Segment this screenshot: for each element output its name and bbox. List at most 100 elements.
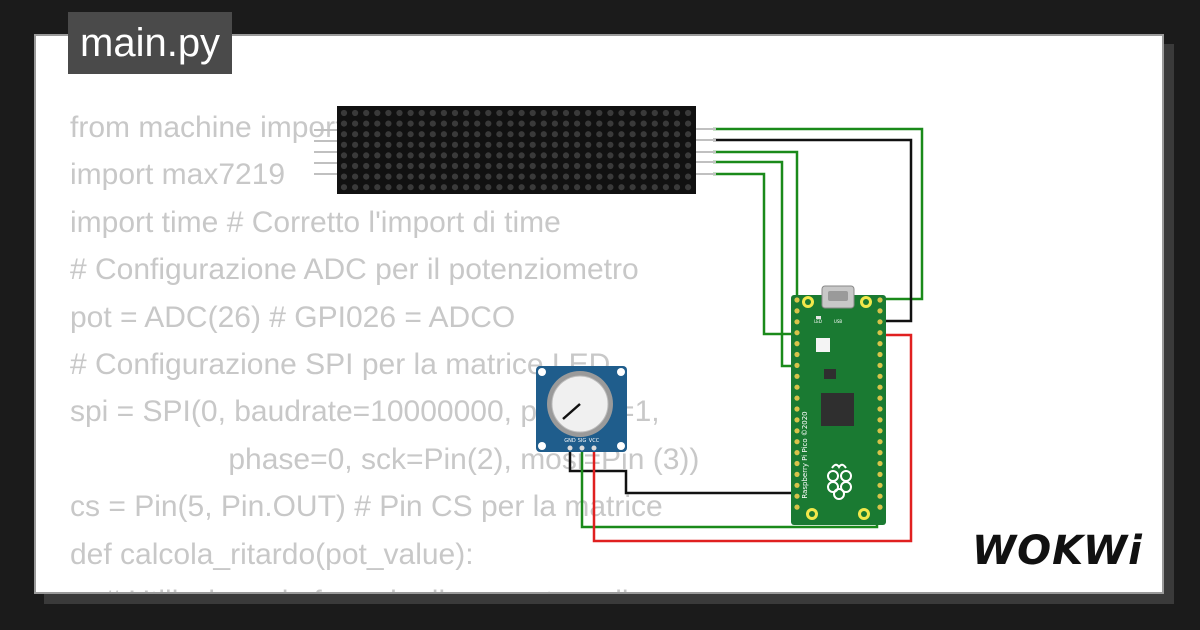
header-pin[interactable]: [794, 439, 800, 445]
matrix-led: [340, 141, 348, 148]
header-pin[interactable]: [794, 504, 800, 510]
matrix-led: [618, 131, 625, 138]
matrix-led: [485, 109, 492, 117]
header-pin[interactable]: [794, 297, 800, 303]
code-line: import time # Corretto l'import di time: [70, 205, 561, 239]
header-pin[interactable]: [794, 341, 800, 347]
matrix-led: [440, 162, 447, 170]
matrix-led: [673, 131, 681, 138]
matrix-led: [662, 131, 670, 138]
matrix-led: [618, 184, 625, 191]
header-pin[interactable]: [794, 384, 800, 390]
matrix-led: [618, 141, 625, 148]
matrix-led: [529, 120, 536, 127]
header-pin[interactable]: [877, 471, 883, 477]
header-pin[interactable]: [794, 406, 800, 412]
matrix-led: [474, 120, 481, 127]
matrix-led: [352, 162, 359, 170]
matrix-led: [340, 184, 348, 191]
header-pin[interactable]: [877, 460, 883, 467]
header-pin[interactable]: [877, 319, 883, 325]
header-pin[interactable]: [794, 428, 800, 434]
header-pin[interactable]: [877, 362, 883, 368]
header-pin[interactable]: [877, 450, 883, 456]
matrix-led: [440, 141, 447, 148]
matrix-led: [662, 141, 670, 148]
header-pin[interactable]: [877, 395, 883, 401]
matrix-led: [551, 141, 559, 148]
header-pin[interactable]: [877, 297, 883, 303]
matrix-led: [662, 120, 670, 127]
header-pin[interactable]: [794, 482, 800, 488]
matrix-led: [440, 152, 447, 159]
matrix-led: [629, 173, 636, 180]
header-pin[interactable]: [794, 373, 800, 379]
matrix-led: [440, 184, 447, 191]
header-pin[interactable]: [877, 330, 883, 336]
header-pin[interactable]: [794, 319, 800, 325]
matrix-led: [496, 173, 503, 180]
matrix-led: [629, 141, 636, 148]
code-line: # Configurazione ADC per il potenziometr…: [70, 253, 639, 287]
header-pin[interactable]: [877, 482, 883, 488]
matrix-led: [429, 131, 436, 138]
header-pin[interactable]: [794, 351, 800, 358]
header-pin[interactable]: [794, 471, 800, 477]
matrix-led: [540, 120, 547, 127]
matrix-led: [685, 109, 692, 117]
header-pin[interactable]: [877, 384, 883, 390]
matrix-led: [396, 184, 403, 191]
header-pin[interactable]: [877, 504, 883, 510]
matrix-led: [340, 109, 348, 117]
matrix-led: [562, 152, 570, 159]
matrix-led: [407, 131, 414, 138]
header-pin[interactable]: [877, 439, 883, 445]
matrix-led: [651, 141, 658, 148]
matrix-led: [374, 109, 381, 117]
matrix-led: [507, 120, 514, 127]
header-pin[interactable]: [794, 362, 800, 368]
matrix-led: [485, 173, 492, 180]
matrix-led: [640, 131, 647, 138]
matrix-led: [363, 162, 370, 170]
matrix-led: [618, 173, 625, 180]
header-pin[interactable]: [794, 493, 800, 499]
header-pin[interactable]: [877, 493, 883, 499]
matrix-led: [585, 120, 592, 127]
file-tab[interactable]: main.py: [68, 12, 233, 74]
header-pin[interactable]: [794, 417, 800, 423]
matrix-led: [662, 173, 670, 180]
header-pin[interactable]: [877, 341, 883, 347]
header-pin[interactable]: [877, 406, 883, 412]
header-pin[interactable]: [794, 308, 800, 314]
matrix-led: [440, 109, 447, 117]
header-pin[interactable]: [794, 330, 800, 336]
matrix-led: [485, 152, 492, 159]
matrix-led: [585, 109, 592, 117]
matrix-led: [518, 162, 525, 170]
raspberry-pi-pico[interactable]: LED USB Raspberry Pi Pico ©2020: [791, 285, 886, 525]
usb-label: USB: [834, 319, 842, 324]
header-pin[interactable]: [877, 428, 883, 434]
matrix-led: [440, 120, 447, 127]
header-pin[interactable]: [877, 417, 883, 423]
matrix-led: [607, 120, 614, 127]
led-matrix[interactable]: [314, 106, 716, 194]
matrix-led: [407, 109, 414, 117]
header-pin[interactable]: [794, 395, 800, 401]
matrix-led: [385, 184, 392, 191]
matrix-led: [451, 184, 459, 191]
header-pin[interactable]: [877, 351, 883, 358]
potentiometer[interactable]: GND SIG VCC: [536, 366, 627, 452]
matrix-led: [485, 131, 492, 138]
matrix-led: [463, 131, 470, 138]
bootsel-button[interactable]: [816, 338, 830, 352]
matrix-led: [518, 173, 525, 180]
matrix-led: [562, 120, 570, 127]
header-pin[interactable]: [794, 450, 800, 456]
header-pin[interactable]: [877, 308, 883, 314]
header-pin[interactable]: [794, 460, 800, 467]
header-pin[interactable]: [877, 373, 883, 379]
matrix-led: [640, 152, 647, 159]
wokwi-logo: WOKWi: [972, 528, 1143, 574]
